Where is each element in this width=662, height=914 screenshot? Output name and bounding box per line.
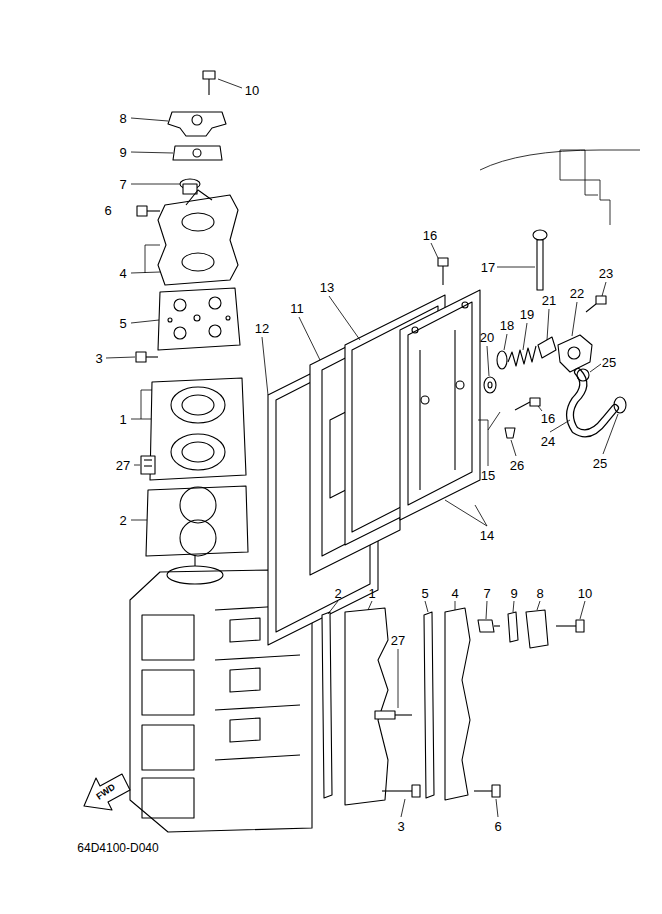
callout-number: 6 (104, 204, 111, 217)
callout-number: 27 (116, 459, 130, 472)
callout-number: 23 (599, 267, 613, 280)
callout-number: 7 (119, 178, 126, 191)
callout-number: 8 (119, 112, 126, 125)
callout-number: 11 (290, 302, 304, 315)
callout-number: 20 (480, 331, 494, 344)
callout-number: 16 (541, 412, 555, 425)
callout-number: 16 (423, 229, 437, 242)
diagram-code: 64D4100-D040 (77, 842, 158, 854)
callout-number: 9 (510, 587, 517, 600)
callout-number: 21 (542, 294, 556, 307)
cover (168, 112, 226, 136)
callout-number: 13 (320, 281, 334, 294)
callout-number: 1 (368, 587, 375, 600)
callout-number: 5 (119, 317, 126, 330)
callout-number: 2 (334, 587, 341, 600)
callout-number: 14 (480, 529, 494, 542)
callout-number: 19 (520, 308, 534, 321)
callout-number: 27 (391, 634, 405, 647)
callout-number: 25 (602, 356, 616, 369)
callout-number: 8 (536, 587, 543, 600)
callout-number: 26 (510, 459, 524, 472)
callout-number: 5 (421, 587, 428, 600)
bolt (203, 71, 215, 95)
callout-number: 15 (481, 469, 495, 482)
leader-lines (106, 79, 618, 817)
callout-number: 1 (119, 413, 126, 426)
callout-number: 3 (95, 352, 102, 365)
callout-number: 9 (119, 146, 126, 159)
callout-number: 12 (255, 322, 269, 335)
callout-number: 22 (570, 287, 584, 300)
callout-number: 10 (245, 84, 259, 97)
callout-number: 10 (578, 587, 592, 600)
callout-number: 4 (119, 267, 126, 280)
callout-number: 24 (541, 435, 555, 448)
callout-number: 4 (451, 587, 458, 600)
callout-number: 7 (483, 587, 490, 600)
callout-number: 3 (397, 820, 404, 833)
direction-arrow (84, 774, 130, 810)
callout-number: 25 (593, 457, 607, 470)
callout-number: 2 (119, 514, 126, 527)
callout-number: 17 (481, 261, 495, 274)
callout-number: 6 (494, 820, 501, 833)
direction-label: FWD (95, 782, 117, 801)
callout-number: 18 (500, 319, 514, 332)
